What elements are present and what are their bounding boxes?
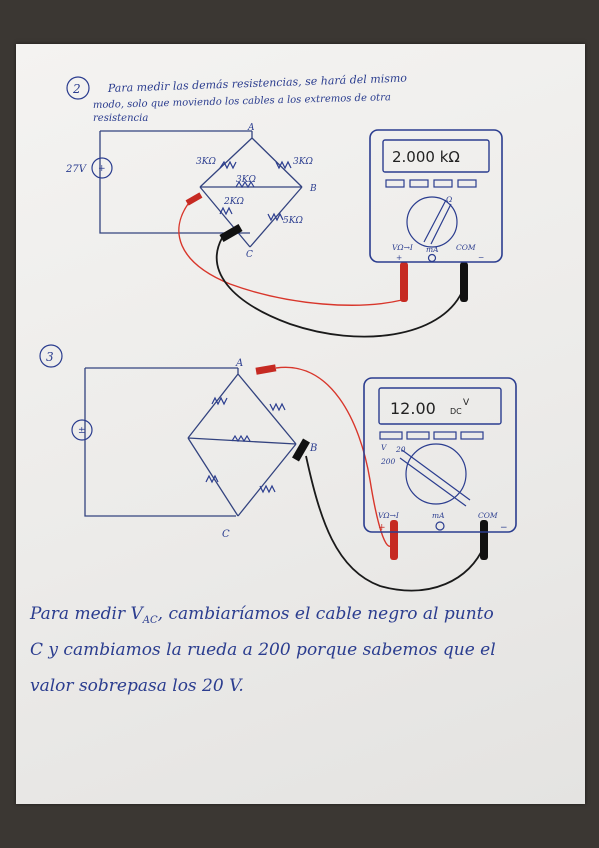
section-3-resistor-top-right [269, 402, 286, 412]
section-2-red-plug [400, 262, 408, 302]
section-2-resistor-bottom-left [219, 206, 233, 216]
section-2-node-b: B [309, 184, 317, 194]
section-2-label-r2: 3KΩ [293, 157, 313, 167]
section-3-resistor-top-left [211, 396, 228, 406]
section-3-plus-sign: + [378, 523, 386, 533]
section-2-text-line2: modo, solo que moviendo los cables a los… [93, 92, 391, 111]
conclusion-line2: C y cambiamos la rueda a 200 porque sabe… [30, 640, 496, 660]
section-2-source-sign: + [98, 164, 106, 174]
section-3-source-sign: ± [78, 426, 86, 436]
section-2-red-lead [178, 203, 403, 306]
section-2-dial-pointer [423, 199, 452, 245]
section-2-node-c: C [246, 250, 253, 260]
section-2-multimeter-screen [382, 139, 490, 173]
section-3-minus-sign: − [500, 523, 508, 533]
section-2-black-lead [216, 237, 463, 338]
section-3-multimeter-display: 12.00 [390, 399, 436, 418]
section-2-resistor-top-right [275, 160, 292, 170]
section-2-multimeter-body [369, 129, 503, 263]
conclusion-text: Para medir VAC, cambiaríamos el cable ne… [29, 604, 496, 696]
section-2-resistor-middle [235, 180, 255, 189]
conclusion-line1: Para medir VAC, cambiaríamos el cable ne… [29, 604, 494, 626]
section-3-black-lead [305, 455, 485, 592]
section-3-dial-range: 20 [395, 445, 406, 454]
section-3-dial-pointer [399, 449, 471, 507]
section-2-number: 2 [72, 82, 81, 96]
section-3-multimeter-dial[interactable] [405, 443, 467, 505]
section-2-minus-sign: − [478, 253, 484, 262]
section-2-jack-ma[interactable] [427, 253, 437, 263]
conclusion-line3: valor sobrepasa los 20 V. [30, 676, 244, 696]
section-2-label-r1: 3KΩ [196, 157, 216, 167]
section-3-dial-v: V [381, 443, 388, 452]
section-2-red-probe [185, 192, 203, 206]
section-2-dial-label: Ω [445, 195, 452, 204]
section-3-resistor-bottom-left [205, 474, 219, 484]
section-2-node-a: A [247, 123, 255, 133]
section-3-multimeter-body [363, 377, 517, 533]
section-2-plus-sign: + [396, 253, 402, 262]
section-3-node-b: B [309, 443, 317, 454]
section-2-multimeter-display: 2.000 kΩ [392, 148, 460, 166]
section-3-multimeter-screen [378, 387, 502, 425]
section-2-multimeter-buttons [385, 179, 477, 188]
section-3-red-probe [255, 364, 277, 375]
section-2-jack-com-label: COM [456, 243, 476, 252]
section-2-text-line3: resistencia [93, 113, 148, 124]
section-3-multimeter-unit: DC [450, 407, 462, 416]
section-3-resistor-bottom-right [259, 484, 276, 494]
section-3-resistor-middle [231, 434, 251, 443]
section-3-black-probe [292, 438, 310, 462]
section-3-node-c: C [222, 529, 230, 540]
section-3-red-lead [275, 366, 395, 547]
section-2: 2 Para medir las demás resistencias, se … [65, 72, 503, 338]
section-3-jack-com-label: COM [478, 511, 498, 520]
section-3-black-plug [480, 520, 488, 560]
section-3-multimeter-v: V [463, 398, 470, 408]
section-3-node-a: A [235, 358, 243, 369]
section-2-bridge-wires [199, 131, 303, 248]
section-2-jack-v-label: VΩ→I [392, 243, 414, 252]
section-2-text-line1: Para medir las demás resistencias, se ha… [107, 72, 408, 95]
section-2-resistor-bottom-right [267, 212, 284, 222]
section-3-jack-v-label: VΩ→I [378, 511, 400, 520]
section-2-voltage-source [91, 157, 113, 179]
section-2-black-plug [460, 262, 468, 302]
section-3-bridge-wires [187, 368, 297, 517]
section-2-black-probe [219, 224, 243, 242]
section-2-source-voltage: 27V [65, 164, 88, 175]
section-3-circle [39, 344, 63, 368]
section-2-circle [66, 76, 90, 100]
section-3: 3 ± A B C 12.00 DC V [39, 344, 517, 592]
section-2-label-r5: 5KΩ [283, 216, 303, 226]
section-3-red-plug [390, 520, 398, 560]
section-3-jack-ma[interactable] [435, 521, 445, 531]
section-3-number: 3 [46, 350, 54, 364]
section-2-frame-wire [99, 130, 252, 234]
section-2-label-r3: 3KΩ [236, 175, 256, 185]
section-3-jack-ma-label: mA [432, 511, 445, 520]
section-3-dial-200: 200 [380, 457, 396, 466]
section-3-multimeter-buttons [379, 431, 484, 440]
section-3-frame-wire [84, 367, 238, 517]
section-2-jack-ma-label: mA [426, 245, 439, 254]
section-2-label-r4: 2KΩ [223, 197, 244, 207]
section-2-resistor-top-left [219, 160, 237, 170]
section-2-multimeter-dial[interactable] [406, 196, 458, 248]
section-3-voltage-source [71, 419, 93, 441]
